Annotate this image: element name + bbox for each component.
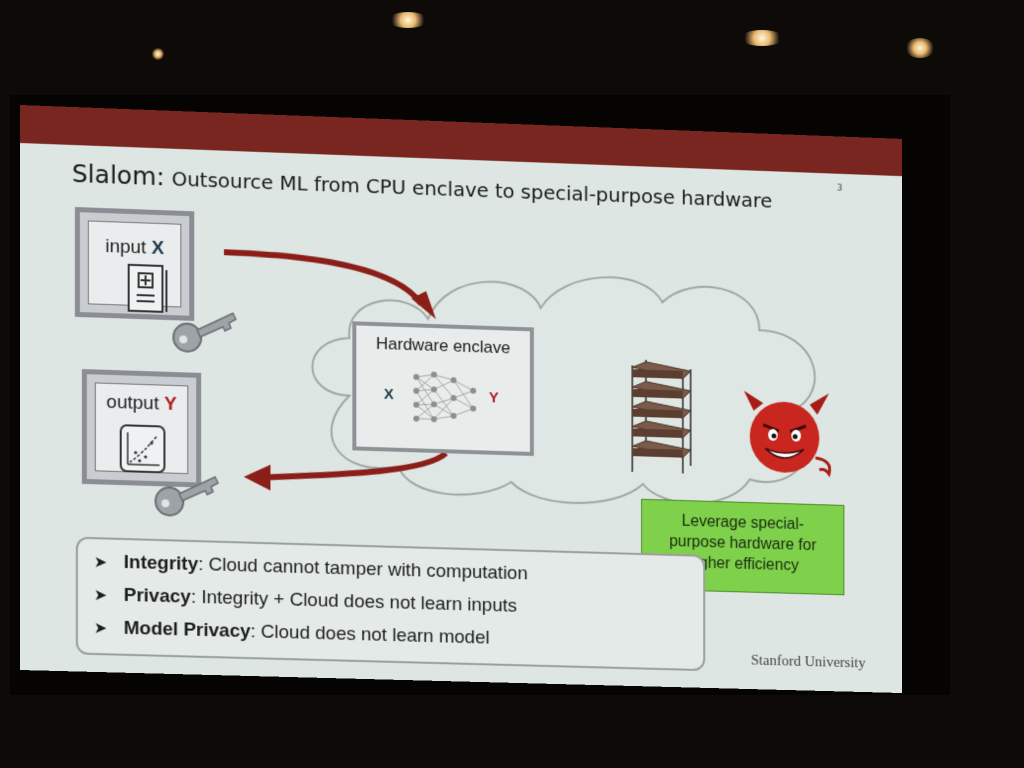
output-label: output (106, 392, 159, 415)
output-variable: Y (164, 394, 177, 415)
footer-institution: Stanford University (751, 653, 866, 673)
devil-icon (736, 386, 833, 482)
bullet-term: Integrity (124, 552, 198, 575)
presentation-slide: 3 Slalom: Outsource ML from CPU enclave … (20, 105, 902, 693)
ceiling-light (388, 12, 428, 28)
slide-title-main: Slalom: (72, 159, 165, 191)
bullet-text: : Cloud cannot tamper with computation (198, 554, 528, 584)
input-card: input X (75, 207, 194, 321)
bullet-arrow-icon: ➤ (94, 585, 124, 606)
bullet-panel: ➤Integrity: Cloud cannot tamper with com… (76, 537, 705, 672)
slide-title-sub: Outsource ML from CPU enclave to special… (172, 167, 773, 213)
hardware-enclave-box: Hardware enclave X (352, 321, 533, 456)
enclave-title: Hardware enclave (356, 333, 530, 359)
input-card-inner: input X (88, 220, 181, 307)
key-icon (169, 305, 238, 357)
bullet-term: Privacy (124, 585, 191, 608)
input-label: input (105, 236, 146, 258)
chart-icon (118, 422, 168, 475)
key-icon (152, 469, 221, 521)
server-rack-icon (626, 355, 694, 476)
document-icon (125, 263, 171, 316)
bullet-arrow-icon: ➤ (94, 552, 124, 573)
enclave-input-variable: X (384, 386, 394, 403)
ceiling-light (152, 48, 164, 60)
output-card-inner: output Y (95, 382, 188, 474)
output-card-label: output Y (96, 391, 187, 416)
enclave-output-variable: Y (489, 389, 499, 406)
input-card-label: input X (89, 235, 180, 260)
ceiling-light (905, 38, 935, 58)
input-variable: X (151, 238, 164, 259)
bullet-term: Model Privacy (124, 618, 251, 642)
neural-network-icon (410, 369, 479, 429)
ceiling-light (740, 30, 784, 46)
bullet-arrow-icon: ➤ (94, 618, 124, 639)
